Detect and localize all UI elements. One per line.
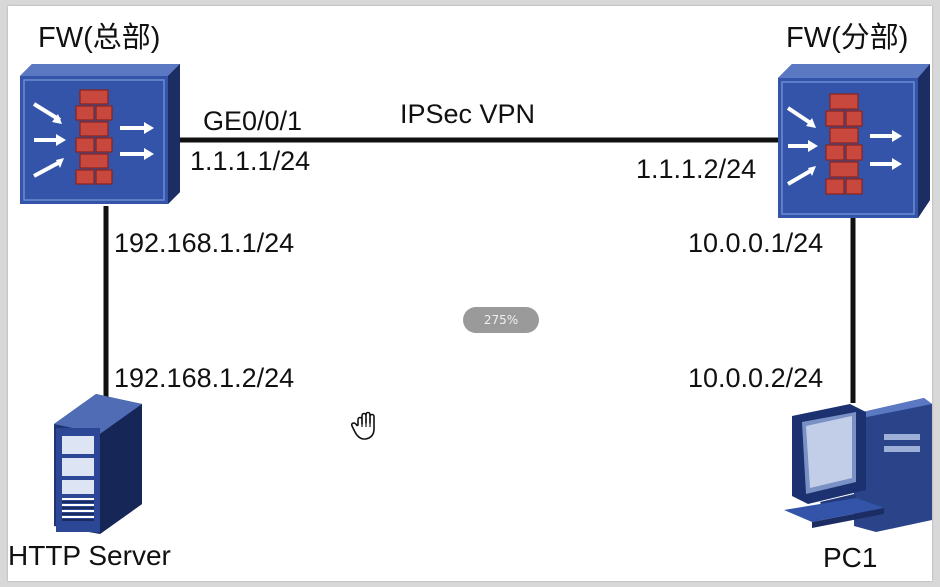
branch-firewall-title: FW(分部) (786, 22, 909, 54)
firewall-icon (20, 64, 180, 204)
hand-grab-cursor-icon (350, 411, 375, 440)
desktop-pc-icon (784, 398, 932, 532)
hq-wan-ip: 1.1.1.1/24 (190, 146, 311, 176)
hq-interface-label: GE0/0/1 (203, 106, 303, 136)
branch-wan-ip: 1.1.1.2/24 (636, 154, 757, 184)
vpn-link-label: IPSec VPN (400, 99, 536, 129)
network-diagram (20, 64, 932, 534)
branch-lan-gateway-ip: 10.0.0.1/24 (688, 228, 824, 258)
branch-pc-ip: 10.0.0.2/24 (688, 363, 824, 393)
hq-firewall-title: FW(总部) (38, 22, 161, 54)
http-server-label: HTTP Server (8, 540, 171, 571)
image-canvas[interactable]: FW(总部) FW(分部) GE0/0/1 IPSec VPN 1.1.1.1/… (8, 6, 932, 581)
hq-lan-gateway-ip: 192.168.1.1/24 (114, 228, 295, 258)
firewall-icon (778, 64, 930, 218)
hq-server-ip: 192.168.1.2/24 (114, 363, 295, 393)
zoom-level-indicator: 275% (463, 307, 539, 333)
server-icon (54, 394, 142, 534)
pc1-label: PC1 (823, 542, 878, 573)
